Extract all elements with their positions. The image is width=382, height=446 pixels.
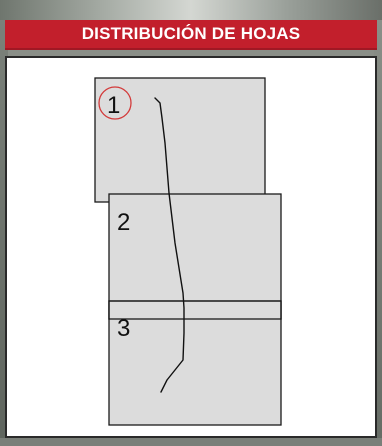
overlap-band	[108, 300, 282, 320]
sheet-3	[108, 300, 282, 426]
sheet-distribution-diagram: 1 2 3	[94, 77, 282, 426]
background-bottom	[0, 438, 382, 446]
sheet-1-label: 1	[107, 92, 120, 119]
page-title: DISTRIBUCIÓN DE HOJAS	[5, 20, 377, 50]
sheet-2-label: 2	[117, 209, 130, 236]
sheet-3-label: 3	[117, 315, 130, 342]
sheet-1	[94, 77, 266, 203]
sheet-1-highlight-circle	[98, 86, 132, 120]
background-left	[0, 20, 8, 446]
background-top	[0, 0, 382, 20]
sheet-2	[108, 193, 282, 320]
sheet-distribution-panel: 1 2 3	[5, 56, 377, 438]
route-line	[154, 97, 185, 393]
background-right	[374, 20, 382, 446]
